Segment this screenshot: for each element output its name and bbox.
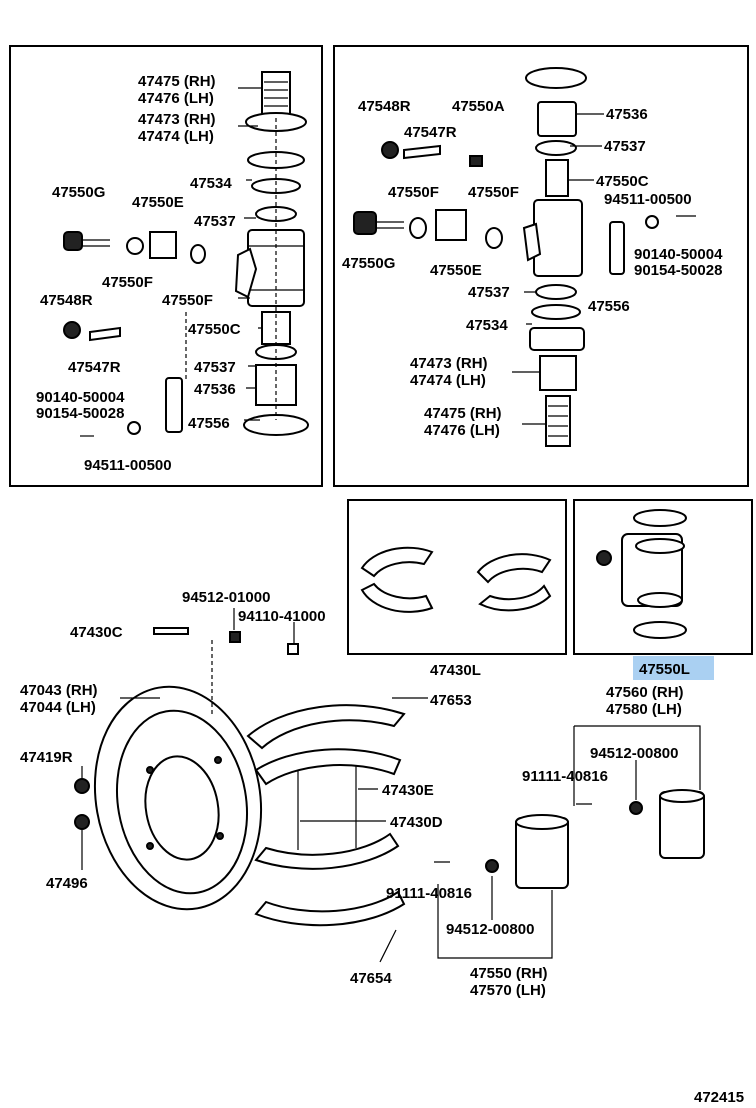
label-47556: 47556 — [188, 415, 230, 432]
label-47548R: 47548R — [40, 292, 93, 309]
label-r-47475-rh: 47475 (RH) — [424, 405, 502, 422]
panel-shoe-kit: 47430L — [347, 499, 567, 679]
label-94511-00500: 94511-00500 — [84, 457, 172, 474]
label-47560-rh: 47560 (RH) — [606, 684, 684, 701]
label-r-47556: 47556 — [588, 298, 630, 315]
label-47430E: 47430E — [382, 782, 434, 799]
label-47430C: 47430C — [70, 624, 123, 641]
left-small-parts — [63, 231, 206, 437]
label-47419R: 47419R — [20, 749, 73, 766]
label-47570-lh: 47570 (LH) — [470, 982, 546, 999]
lower-fasteners — [74, 627, 299, 830]
panel-shoe-kit-frame — [347, 499, 567, 655]
label-r-47474-lh: 47474 (LH) — [410, 372, 486, 389]
label-90140-50004: 90140-50004 — [36, 389, 125, 406]
label-47536: 47536 — [194, 381, 236, 398]
label-47430D: 47430D — [390, 814, 443, 831]
label-47476-lh: 47476 (LH) — [138, 90, 214, 107]
label-47547R: 47547R — [68, 359, 121, 376]
label-r-90140-50004: 90140-50004 — [634, 246, 723, 263]
right-small-parts — [353, 141, 696, 275]
label-r-47537-a: 47537 — [604, 138, 646, 155]
label-90154-50028: 90154-50028 — [36, 405, 124, 422]
label-47654: 47654 — [350, 970, 392, 987]
label-47550C: 47550C — [188, 321, 241, 338]
right-leaders — [512, 113, 604, 425]
backing-plate — [93, 640, 263, 911]
wheel-cylinders — [434, 789, 705, 889]
panel-cylinder-kit: 47550L — [573, 499, 753, 680]
panel-right-top-frame — [333, 45, 749, 487]
brake-shoes — [246, 704, 406, 927]
label-r-47550C: 47550C — [596, 173, 649, 190]
label-r-47547R: 47547R — [404, 124, 457, 141]
label-r-47550E: 47550E — [430, 262, 482, 279]
label-47550F-a: 47550F — [102, 274, 153, 291]
right-cylinder-assembly — [522, 67, 587, 447]
label-94512-00800-a: 94512-00800 — [590, 745, 678, 762]
lower-leaders — [81, 608, 701, 963]
label-47537-a: 47537 — [194, 213, 236, 230]
panel-cylinder-kit-frame — [573, 499, 753, 655]
label-47473-rh: 47473 (RH) — [138, 111, 216, 128]
label-47653: 47653 — [430, 692, 472, 709]
label-47043-rh: 47043 (RH) — [20, 682, 98, 699]
left-leaders — [238, 87, 262, 421]
label-r-47534: 47534 — [466, 317, 508, 334]
label-47580-lh: 47580 (LH) — [606, 701, 682, 718]
label-r-47473-rh: 47473 (RH) — [410, 355, 488, 372]
label-47550-rh: 47550 (RH) — [470, 965, 548, 982]
label-r-47537-b: 47537 — [468, 284, 510, 301]
highlight-47550L — [633, 656, 714, 680]
label-47534: 47534 — [190, 175, 232, 192]
label-94110-41000: 94110-41000 — [238, 608, 326, 625]
label-47475-rh: 47475 (RH) — [138, 73, 216, 90]
diagram-id: 472415 — [694, 1089, 744, 1106]
lower-assembly: 94512-01000 94110-41000 47430C 47043 (RH… — [20, 589, 705, 999]
label-47550L: 47550L — [639, 661, 690, 678]
label-r-90154-50028: 90154-50028 — [634, 262, 722, 279]
label-47550F-b: 47550F — [162, 292, 213, 309]
label-r-47476-lh: 47476 (LH) — [424, 422, 500, 439]
label-47430L: 47430L — [430, 662, 481, 679]
label-91111-40816-b: 91111-40816 — [386, 885, 472, 902]
label-r-47550G: 47550G — [342, 255, 395, 272]
panel-left-top-frame — [9, 45, 323, 487]
label-47550G: 47550G — [52, 184, 105, 201]
label-47474-lh: 47474 (LH) — [138, 128, 214, 145]
label-91111-40816-a: 91111-40816 — [522, 768, 608, 785]
label-r-47536: 47536 — [606, 106, 648, 123]
label-47496: 47496 — [46, 875, 88, 892]
label-r-94511-00500: 94511-00500 — [604, 191, 692, 208]
label-47550E: 47550E — [132, 194, 184, 211]
label-47537-b: 47537 — [194, 359, 236, 376]
label-94512-01000: 94512-01000 — [182, 589, 270, 606]
label-r-47550F-b: 47550F — [468, 184, 519, 201]
label-r-47548R: 47548R — [358, 98, 411, 115]
label-47044-lh: 47044 (LH) — [20, 699, 96, 716]
panel-right-top: 47548R 47550A 47536 47547R 47537 47550C … — [333, 45, 749, 487]
label-r-47550F-a: 47550F — [388, 184, 439, 201]
label-94512-00800-b: 94512-00800 — [446, 921, 534, 938]
label-r-47550A: 47550A — [452, 98, 505, 115]
panel-left-top: 47475 (RH) 47476 (LH) 47473 (RH) 47474 (… — [9, 45, 323, 487]
